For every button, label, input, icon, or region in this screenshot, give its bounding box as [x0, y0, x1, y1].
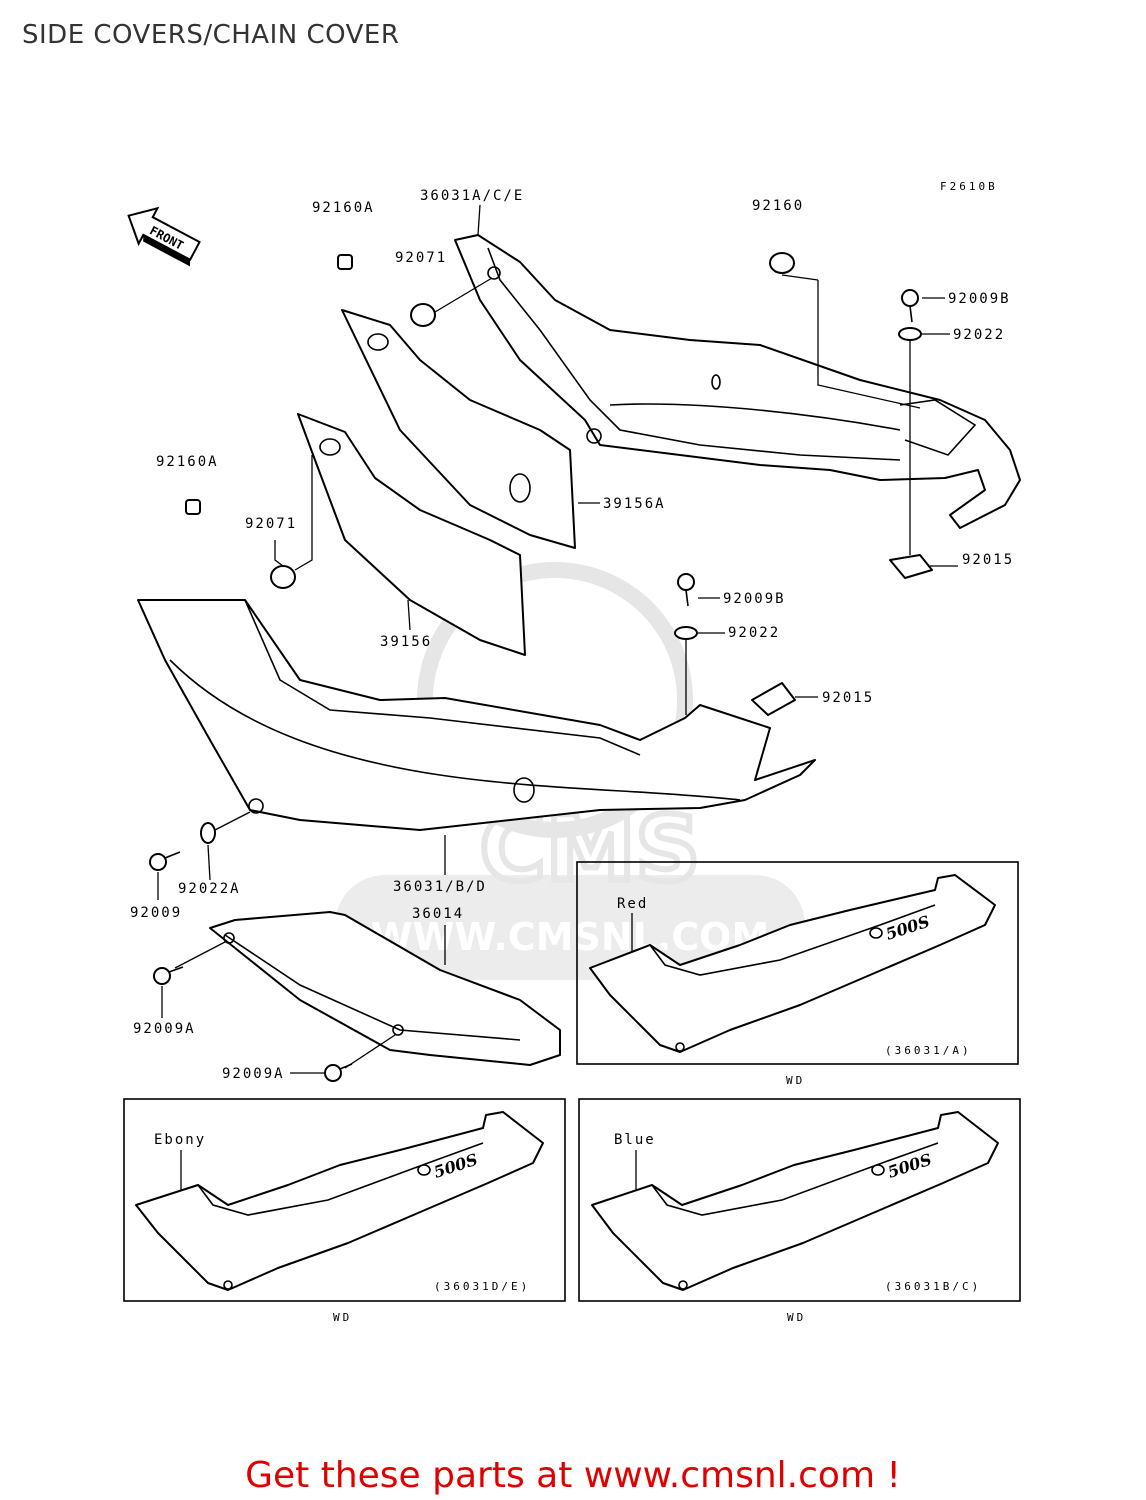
- label-92009b-mid: 92009B: [723, 591, 786, 607]
- chain-cover: [209, 911, 561, 1066]
- bolt-92009a-left: [153, 967, 171, 985]
- bolt-92009: [149, 853, 167, 871]
- bolt-92009b-mid: [677, 573, 695, 591]
- variant-color-label: Blue: [614, 1132, 656, 1148]
- label-92022a: 92022A: [178, 881, 241, 897]
- side-panel-39156: [297, 413, 526, 656]
- label-92015-top: 92015: [962, 552, 1014, 568]
- label-92160a-top: 92160A: [312, 200, 375, 216]
- watermark-text: WWW.CMSNL.COM: [371, 915, 770, 959]
- side-panel-39156a: [341, 309, 576, 549]
- label-92009a-left: 92009A: [133, 1021, 196, 1037]
- grommet-92160: [769, 252, 795, 274]
- grommet-92071-top: [410, 303, 436, 327]
- variant-box-blue: Blue 500S (36031B/C): [578, 1098, 1021, 1302]
- bolt-92009b-top: [901, 289, 919, 307]
- clip-92015-mid: [751, 682, 796, 716]
- part-labels: 92160A 36031A/C/E 92160 92071 92009B 920…: [130, 188, 1014, 1082]
- variant-color-label: Red: [617, 896, 648, 912]
- parts-diagram: WWW.CMSNL.COM CMS F2610B FRONT: [123, 180, 1021, 1324]
- variant-box-ebony: Ebony 500S (36031D/E): [123, 1098, 566, 1302]
- side-cover-lower: [137, 599, 816, 831]
- figure-code: F2610B: [940, 180, 998, 193]
- bolt-92009a-bottom: [324, 1064, 342, 1082]
- variant-note: WD: [333, 1311, 352, 1324]
- variant-note: WD: [787, 1311, 806, 1324]
- cmsnl-watermark: WWW.CMSNL.COM CMS: [335, 562, 805, 980]
- washer-92022a: [200, 822, 216, 844]
- label-92009: 92009: [130, 905, 182, 921]
- label-92160: 92160: [752, 198, 804, 214]
- label-92071-left: 92071: [245, 516, 297, 532]
- label-92071-top: 92071: [395, 250, 447, 266]
- grommet-92071-left: [270, 565, 296, 589]
- label-92022-mid: 92022: [728, 625, 780, 641]
- label-92015-mid: 92015: [822, 690, 874, 706]
- label-92022-top: 92022: [953, 327, 1005, 343]
- clip-92015-top: [889, 554, 933, 579]
- fasteners: [149, 252, 933, 1082]
- washer-92022-top: [898, 327, 922, 341]
- washer-92022-mid: [674, 626, 698, 640]
- label-92009a-bottom: 92009A: [222, 1066, 285, 1082]
- variant-color-label: Ebony: [154, 1132, 206, 1148]
- label-92160a-left: 92160A: [156, 454, 219, 470]
- variant-box-red: Red 500S (36031/A): [576, 861, 1019, 1065]
- page-title: SIDE COVERS/CHAIN COVER: [22, 20, 400, 50]
- grommet-92160a-left: [185, 499, 201, 515]
- variant-note: WD: [786, 1074, 805, 1087]
- label-39156: 39156: [380, 634, 432, 650]
- leader-lines: [157, 204, 958, 1074]
- label-36031bd: 36031/B/D: [393, 879, 487, 895]
- promo-link[interactable]: Get these parts at www.cmsnl.com !: [245, 1455, 901, 1496]
- label-92009b-top: 92009B: [948, 291, 1011, 307]
- label-39156a: 39156A: [603, 496, 666, 512]
- grommet-92160a-top: [337, 254, 353, 270]
- variant-code: (36031D/E): [434, 1280, 530, 1293]
- variant-code: (36031/A): [885, 1044, 972, 1057]
- variant-code: (36031B/C): [885, 1280, 981, 1293]
- front-arrow-icon: FRONT: [127, 206, 201, 267]
- label-36031ace: 36031A/C/E: [420, 188, 524, 204]
- seat-cover-upper: [454, 234, 1021, 529]
- label-36014: 36014: [412, 906, 464, 922]
